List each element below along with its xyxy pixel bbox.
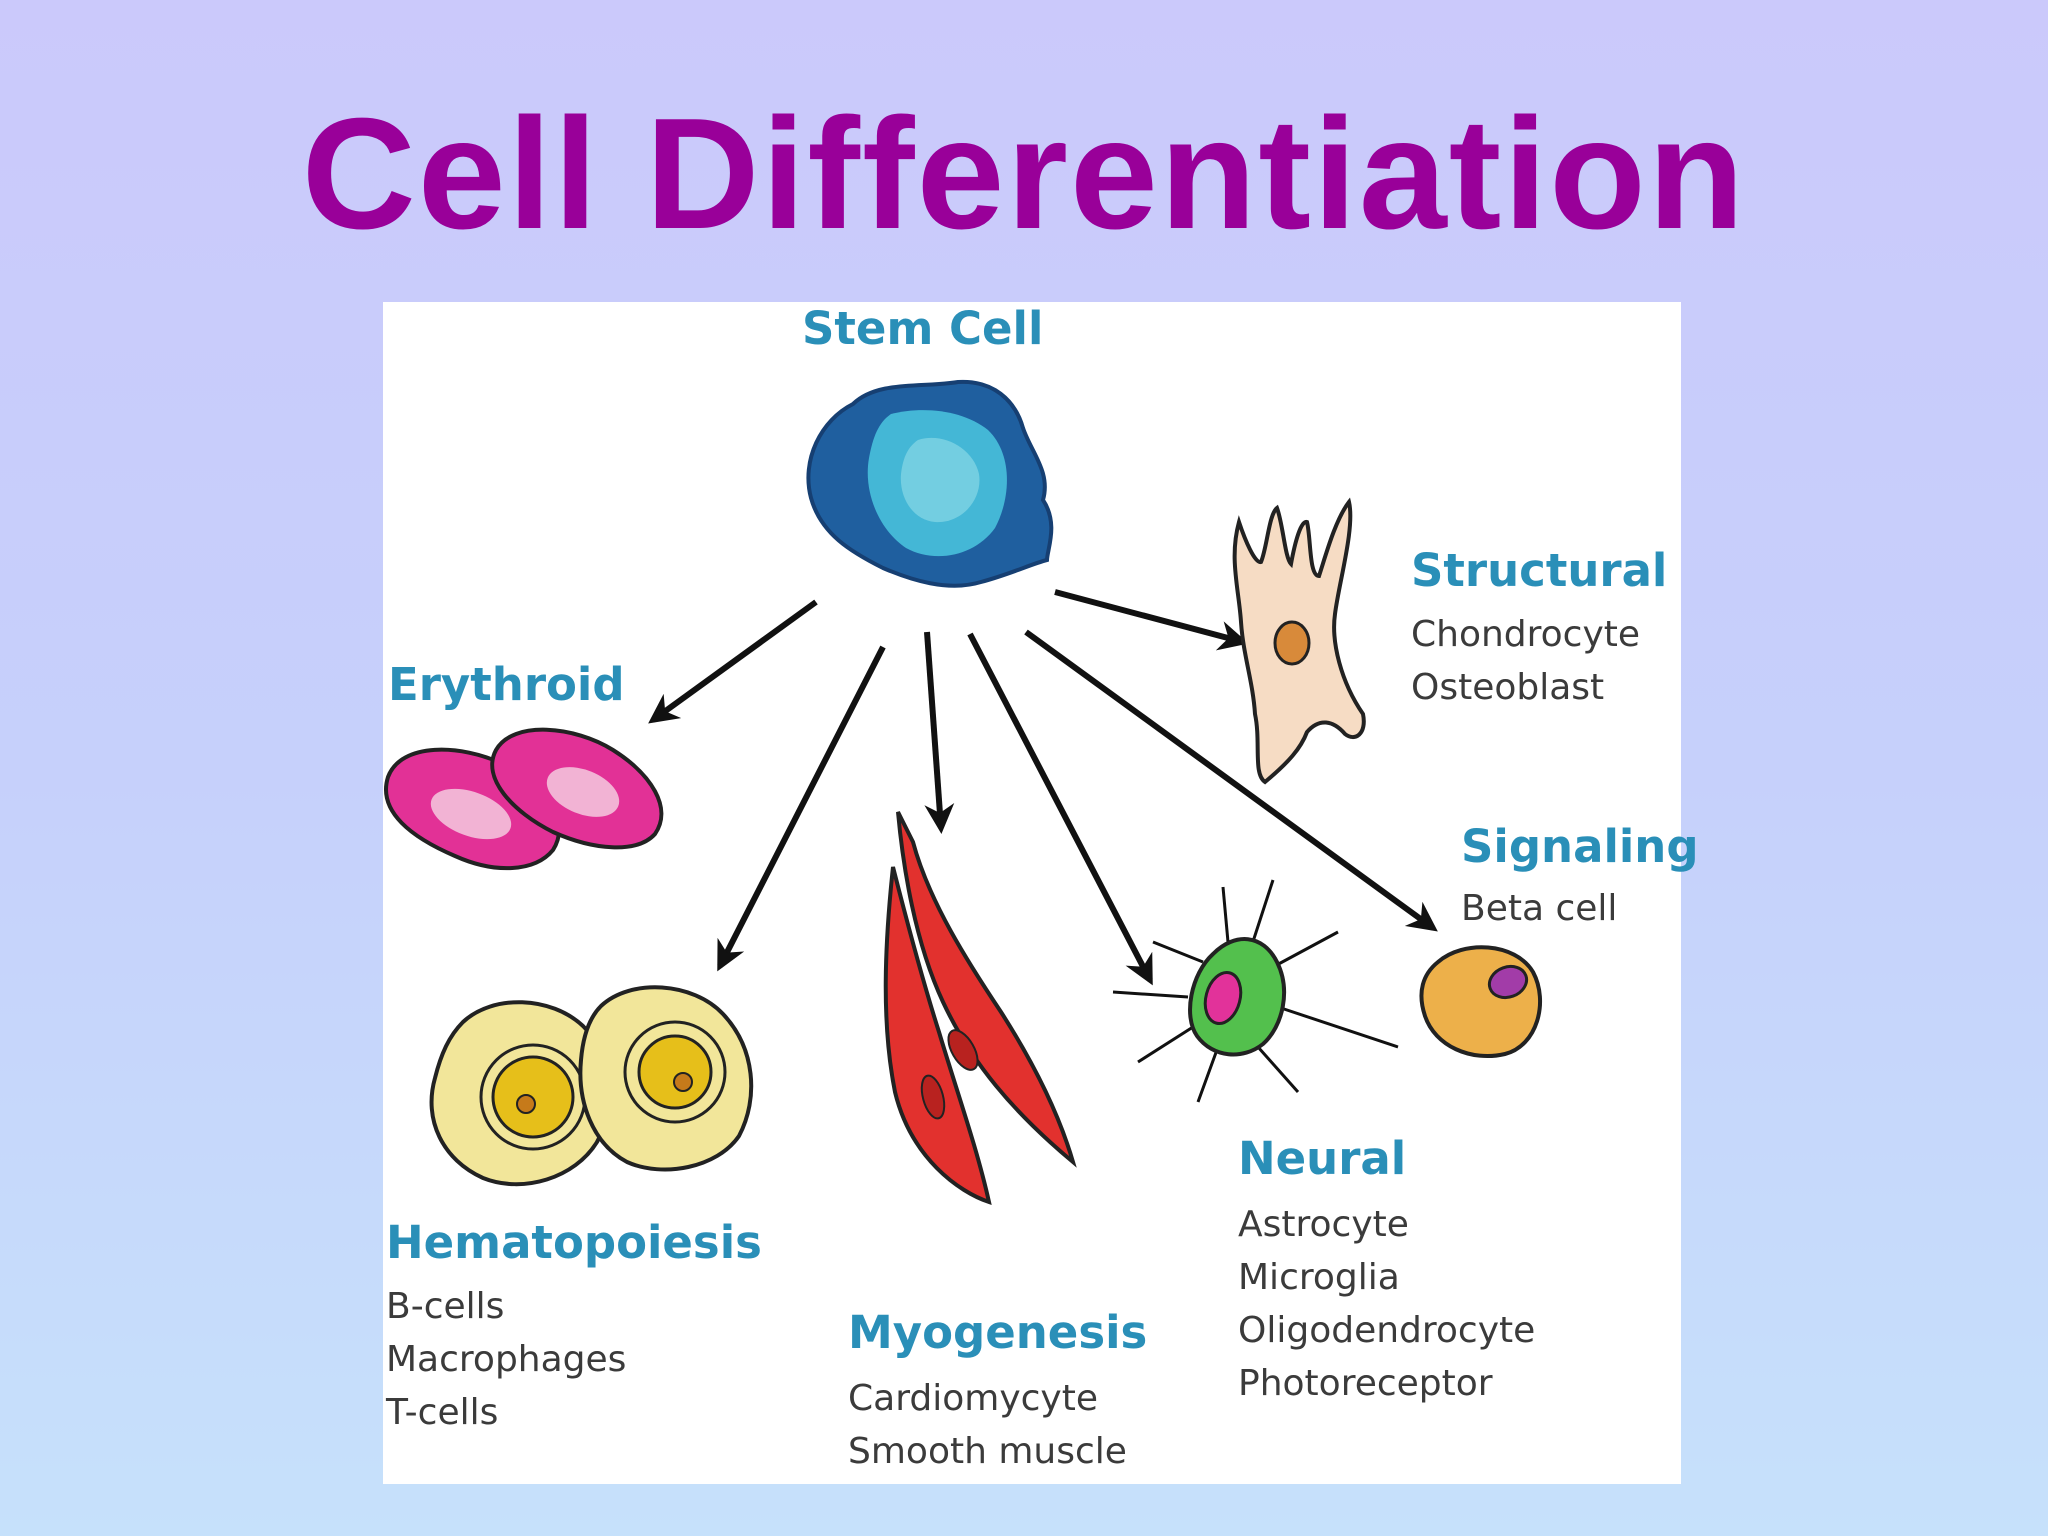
arrow-to-hematopoiesis bbox=[717, 645, 886, 972]
neural-type-item: Microglia bbox=[1238, 1257, 1400, 1298]
arrow-to-structural bbox=[1054, 589, 1249, 651]
hematopoiesis-type-item: T-cells bbox=[386, 1392, 499, 1433]
structural-cell-illustration bbox=[1232, 497, 1366, 785]
signaling-cell-illustration bbox=[1419, 945, 1543, 1059]
erythroid-cells-illustration bbox=[384, 727, 664, 871]
myogenesis-types: Cardiomycyte Smooth muscle bbox=[848, 1372, 1127, 1478]
myogenesis-type-item: Smooth muscle bbox=[848, 1431, 1127, 1472]
signaling-types: Beta cell bbox=[1461, 882, 1617, 935]
signaling-type-item: Beta cell bbox=[1461, 888, 1618, 929]
hematopoiesis-label: Hematopoiesis bbox=[386, 1216, 762, 1269]
neural-type-item: Photoreceptor bbox=[1238, 1363, 1493, 1404]
arrow-to-myogenesis bbox=[924, 631, 955, 834]
structural-type-item: Osteoblast bbox=[1411, 667, 1605, 708]
structural-types: Chondrocyte Osteoblast bbox=[1411, 608, 1640, 714]
structural-label: Structural bbox=[1411, 544, 1668, 597]
slide-title: Cell Differentiation bbox=[301, 86, 1747, 262]
differentiation-arrows bbox=[648, 589, 1438, 986]
neural-cell-illustration bbox=[1112, 879, 1399, 1103]
neural-type-item: Oligodendrocyte bbox=[1238, 1310, 1536, 1351]
myogenesis-label: Myogenesis bbox=[848, 1306, 1148, 1359]
stem-cell-label: Stem Cell bbox=[802, 302, 1044, 355]
signaling-label: Signaling bbox=[1461, 820, 1699, 873]
arrow-to-neural bbox=[967, 632, 1153, 986]
hematopoiesis-cells-illustration bbox=[429, 985, 754, 1187]
structural-type-item: Chondrocyte bbox=[1411, 614, 1641, 655]
arrow-to-erythroid bbox=[648, 599, 818, 724]
neural-types: Astrocyte Microglia Oligodendrocyte Phot… bbox=[1238, 1198, 1535, 1410]
neural-label: Neural bbox=[1238, 1132, 1407, 1185]
diagram-panel: Stem Cell Structural Chondrocyte Osteobl… bbox=[383, 302, 1699, 1484]
myogenesis-type-item: Cardiomycyte bbox=[848, 1378, 1098, 1419]
neural-type-item: Astrocyte bbox=[1238, 1204, 1409, 1245]
erythroid-label: Erythroid bbox=[388, 658, 625, 711]
hematopoiesis-type-item: B-cells bbox=[386, 1286, 505, 1327]
hematopoiesis-types: B-cells Macrophages T-cells bbox=[386, 1280, 626, 1439]
arrow-to-signaling bbox=[1024, 629, 1438, 932]
stem-cell-illustration bbox=[806, 379, 1054, 588]
hematopoiesis-type-item: Macrophages bbox=[386, 1339, 627, 1380]
diagram-canvas bbox=[384, 379, 1543, 1206]
myogenesis-cells-illustration bbox=[883, 811, 1077, 1206]
